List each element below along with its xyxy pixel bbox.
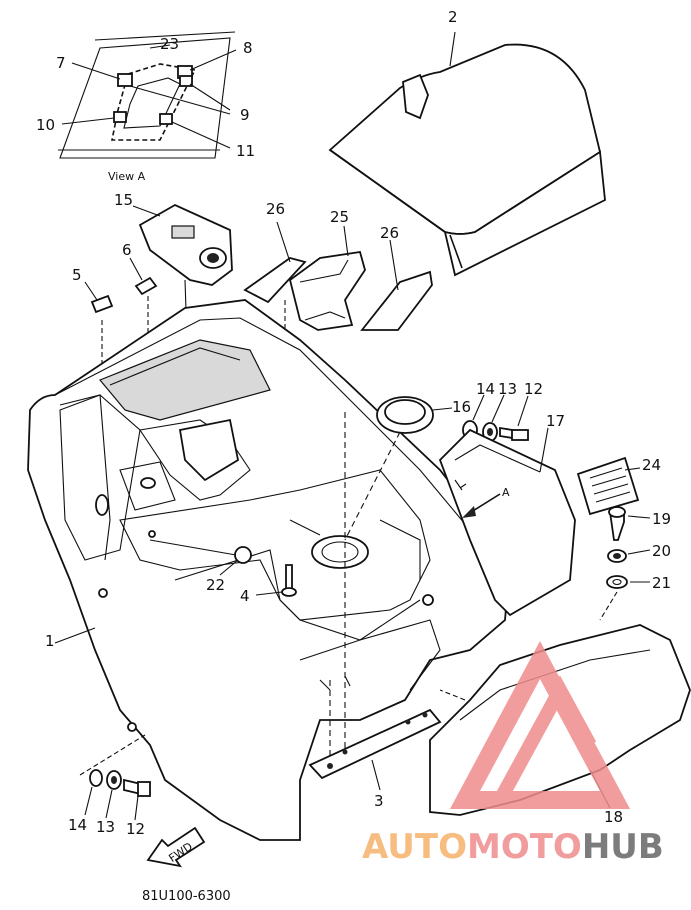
clip-11-shape <box>159 113 173 125</box>
part-1-body <box>27 299 511 841</box>
view-a-label: View A <box>108 170 146 183</box>
callout-24: 24 <box>642 456 661 474</box>
callout-6: 6 <box>122 241 132 259</box>
callout-26-left: 26 <box>266 200 285 218</box>
callout-14-upper: 14 <box>476 380 495 398</box>
callout-26-right: 26 <box>380 224 399 242</box>
clip-10-shape <box>113 111 127 123</box>
callout-8: 8 <box>243 39 253 57</box>
callout-25: 25 <box>330 208 349 226</box>
watermark-moto: MOTO <box>467 827 582 867</box>
callout-19: 19 <box>652 510 671 528</box>
callout-labels: 2 23 8 7 9 10 11 15 26 25 26 6 5 14 13 1… <box>36 8 671 904</box>
part-17-side-cover: A <box>438 427 576 617</box>
callout-13-lower: 13 <box>96 818 115 836</box>
callout-18: 18 <box>604 808 623 826</box>
hardware-19-20-21 <box>599 506 651 621</box>
bracket-25 <box>288 250 366 331</box>
automotohub-watermark: AUTOMOTOHUB <box>362 640 664 867</box>
callout-17: 17 <box>546 412 565 430</box>
part-24-label <box>576 456 641 516</box>
fwd-arrow-icon: FWD <box>146 826 206 868</box>
part-18-lower-cover <box>429 624 691 816</box>
callout-5: 5 <box>72 266 82 284</box>
watermark-auto: AUTO <box>362 827 467 867</box>
callout-16: 16 <box>452 398 471 416</box>
clip-5 <box>90 294 114 314</box>
clip-6 <box>134 276 158 296</box>
bracket-26-left <box>243 257 307 304</box>
callout-14-lower: 14 <box>68 816 87 834</box>
view-arrow-label: A <box>502 486 510 499</box>
parts-25-26-brackets <box>243 221 433 440</box>
bracket-26-right <box>360 270 433 331</box>
part-3-plate <box>308 412 442 791</box>
view-a-inset: View A <box>58 31 237 183</box>
parts-22-4 <box>149 539 297 597</box>
callout-12-upper: 12 <box>524 380 543 398</box>
callout-9: 9 <box>240 106 250 124</box>
callout-3: 3 <box>374 792 384 810</box>
callout-12-lower: 12 <box>126 820 145 838</box>
svg-text:AUTOMOTOHUB: AUTOMOTOHUB <box>362 827 664 867</box>
callout-21: 21 <box>652 574 671 592</box>
callout-1: 1 <box>45 632 55 650</box>
callout-11: 11 <box>236 142 255 160</box>
callout-13-upper: 13 <box>498 380 517 398</box>
watermark-hub: HUB <box>582 827 664 867</box>
callout-23: 23 <box>160 35 179 53</box>
callout-10: 10 <box>36 116 55 134</box>
hardware-12-13-14-lower <box>79 734 151 821</box>
part-2-lid <box>328 31 606 277</box>
callout-4: 4 <box>240 587 250 605</box>
callout-22: 22 <box>206 576 225 594</box>
callout-2: 2 <box>448 8 458 26</box>
callout-7: 7 <box>56 54 66 72</box>
callout-15: 15 <box>114 191 133 209</box>
clip-7-shape <box>117 73 133 87</box>
part-15-cover <box>132 203 233 431</box>
part-16-grommet <box>344 396 453 541</box>
drawing-code: 81U100-6300 <box>142 889 231 904</box>
callout-20: 20 <box>652 542 671 560</box>
